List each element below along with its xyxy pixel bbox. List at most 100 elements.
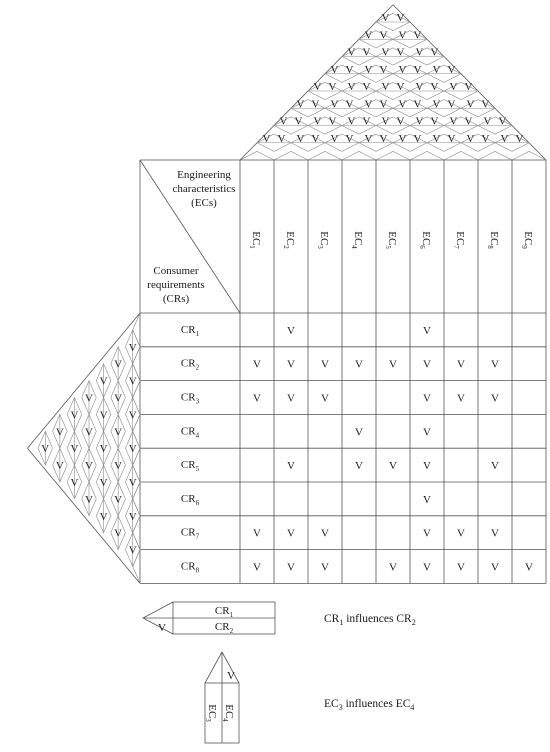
roof-cell <box>392 30 428 49</box>
roof-base-triangle <box>375 151 411 161</box>
roof-cell <box>256 133 292 152</box>
wall-correlation-mark: V <box>129 342 137 354</box>
ec-label: EC6 <box>418 231 432 249</box>
ec-label: EC1 <box>248 231 262 249</box>
roof-cell <box>426 64 462 83</box>
relationship-mark: V <box>287 359 295 371</box>
roof-cell <box>460 133 496 152</box>
roof-correlation-mark: V <box>314 81 322 93</box>
relationship-mark: V <box>491 528 499 540</box>
relationship-mark: V <box>525 562 533 574</box>
roof-cell <box>409 47 445 66</box>
wall-correlation-mark: V <box>100 409 108 421</box>
roof-correlation-mark: V <box>416 116 424 128</box>
roof-base-triangle <box>239 151 275 161</box>
relationship-mark: V <box>287 393 295 405</box>
roof-correlation-mark: V <box>482 98 490 110</box>
relationship-mark: V <box>253 528 261 540</box>
relationship-mark: V <box>287 460 295 472</box>
roof-cell <box>426 133 462 152</box>
ec-label: EC7 <box>452 231 466 249</box>
roof-correlation-mark: V <box>399 64 407 76</box>
wall-correlation-mark: V <box>70 443 78 455</box>
roof-correlation-mark: V <box>346 98 354 110</box>
roof-correlation-mark: V <box>414 64 422 76</box>
roof-correlation-mark: V <box>397 12 405 24</box>
roof-correlation-mark: V <box>331 98 339 110</box>
cr-axis-title-line: Consumer <box>153 265 199 277</box>
roof-cell <box>392 99 428 118</box>
relationship-mark: V <box>423 359 431 371</box>
wall-correlation-mark: V <box>85 494 93 506</box>
roof-correlation-mark: V <box>382 81 390 93</box>
roof-cell <box>392 133 428 152</box>
relationship-mark: V <box>457 393 465 405</box>
wall-correlation-mark: V <box>41 443 49 455</box>
roof-cell <box>477 116 513 135</box>
roof-correlation-mark: V <box>397 47 405 59</box>
wall-edge-bottom <box>27 447 141 584</box>
ec-header-row: Engineeringcharacteristics(ECs)Consumerr… <box>139 159 547 584</box>
legend-cr-bottom-label: CR2 <box>215 621 234 635</box>
roof-correlation-mark: V <box>312 98 320 110</box>
roof-correlation-mark: V <box>482 133 490 145</box>
wall-correlation-mark: V <box>100 477 108 489</box>
wall-base-triangle <box>132 515 141 550</box>
wall-correlation-mark: V <box>114 426 122 438</box>
roof-correlation-mark: V <box>431 81 439 93</box>
roof-correlation-mark: V <box>433 133 441 145</box>
roof-cell <box>443 82 479 100</box>
roof-correlation-mark: V <box>416 81 424 93</box>
legend-ec-caption: EC3 influences EC4 <box>324 698 414 712</box>
relationship-mark: V <box>491 359 499 371</box>
relationship-mark: V <box>389 460 397 472</box>
roof-correlation-mark: V <box>346 133 354 145</box>
wall-base-triangle <box>132 448 141 483</box>
roof-cell <box>375 47 411 66</box>
wall-correlation-mark: V <box>129 409 137 421</box>
ec-axis-title-line: Engineering <box>177 169 231 181</box>
roof-correlation-mark: V <box>382 12 390 24</box>
roof-base-triangle <box>307 151 343 161</box>
ec-label: EC8 <box>486 231 500 249</box>
roof-correlation-mark: V <box>331 133 339 145</box>
legend-ec-mark: V <box>227 670 235 682</box>
wall-edge-top <box>27 312 141 449</box>
relationship-mark: V <box>423 460 431 472</box>
wall-correlation-mark: V <box>100 376 108 388</box>
relationship-mark: V <box>321 528 329 540</box>
relationship-mark: V <box>423 325 431 337</box>
roof-correlation-mark: V <box>380 98 388 110</box>
roof-correlation-mark: V <box>414 133 422 145</box>
roof-cell <box>290 133 326 152</box>
cr-axis-title-line: (CRs) <box>163 293 190 305</box>
wall-base-triangle <box>132 380 141 415</box>
roof-cell <box>307 116 343 135</box>
relationship-mark: V <box>287 562 295 574</box>
roof-correlation-mark: V <box>331 64 339 76</box>
roof-cell <box>341 47 377 66</box>
roof-correlation-mark: V <box>416 47 424 59</box>
roof-correlation-mark: V <box>348 47 356 59</box>
relationship-mark: V <box>457 359 465 371</box>
roof-cell <box>290 99 326 118</box>
roof-cell <box>409 116 445 135</box>
wall-base-triangle <box>132 346 141 381</box>
wall-correlation-mark: V <box>129 477 137 489</box>
roof-cell <box>358 30 394 49</box>
wall-correlation-mark: V <box>114 528 122 540</box>
roof-cell <box>460 99 496 118</box>
wall-correlation-mark: V <box>129 376 137 388</box>
cr-label: CR8 <box>181 561 200 575</box>
roof-correlation-mark: V <box>397 116 405 128</box>
roof-correlation-mark: V <box>346 64 354 76</box>
roof-cell <box>324 64 360 83</box>
legend-cr-mark: V <box>158 622 166 634</box>
roof-cell <box>358 99 394 118</box>
roof-correlation-mark: V <box>312 133 320 145</box>
relationship-mark: V <box>389 359 397 371</box>
legend-cr-caption: CR1 influences CR2 <box>324 613 416 627</box>
